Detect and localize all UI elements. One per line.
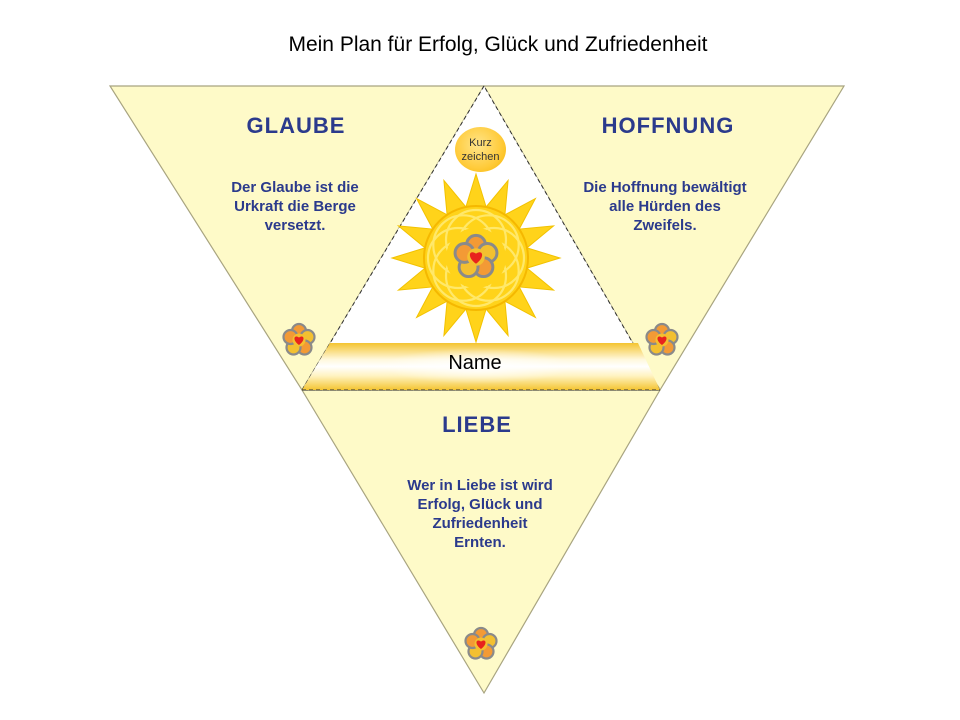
name-label: Name [448, 352, 502, 374]
heading-liebe: LIEBE [442, 412, 512, 437]
text-hoffnung: Die Hoffnung bewältigt alle Hürden des Z… [583, 179, 747, 234]
text-glaube: Der Glaube ist die Urkraft die Berge ver… [231, 179, 359, 234]
short-sign-badge: Kurz zeichen [455, 127, 506, 172]
heading-hoffnung: HOFFNUNG [601, 113, 735, 138]
heading-glaube: GLAUBE [246, 113, 346, 138]
text-liebe: Wer in Liebe ist wird Erfolg, Glück und … [407, 477, 553, 551]
page-title: Mein Plan für Erfolg, Glück und Zufriede… [288, 33, 708, 56]
